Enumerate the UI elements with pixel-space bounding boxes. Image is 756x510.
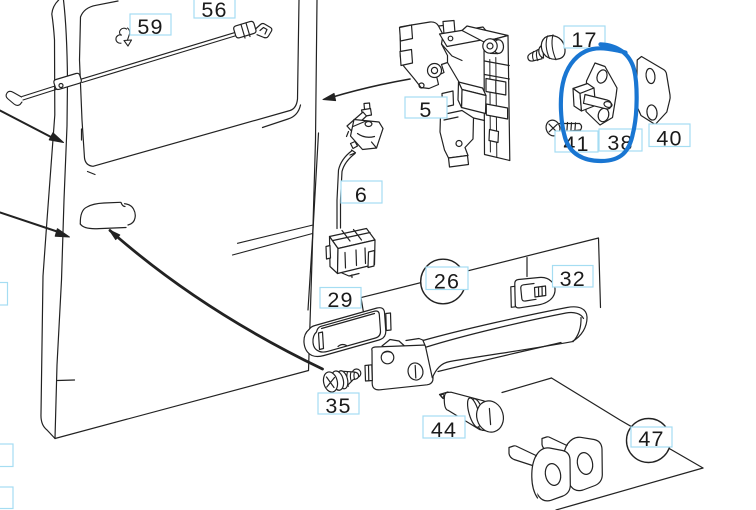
- svg-text:44: 44: [431, 418, 457, 442]
- svg-text:29: 29: [327, 288, 353, 312]
- svg-text:35: 35: [325, 394, 351, 418]
- svg-text:56: 56: [201, 0, 227, 22]
- svg-text:32: 32: [560, 267, 586, 291]
- svg-text:5: 5: [419, 98, 432, 122]
- svg-text:47: 47: [638, 427, 664, 451]
- svg-text:59: 59: [137, 15, 163, 39]
- svg-text:26: 26: [434, 270, 460, 294]
- svg-text:6: 6: [355, 183, 368, 207]
- svg-text:40: 40: [656, 127, 682, 151]
